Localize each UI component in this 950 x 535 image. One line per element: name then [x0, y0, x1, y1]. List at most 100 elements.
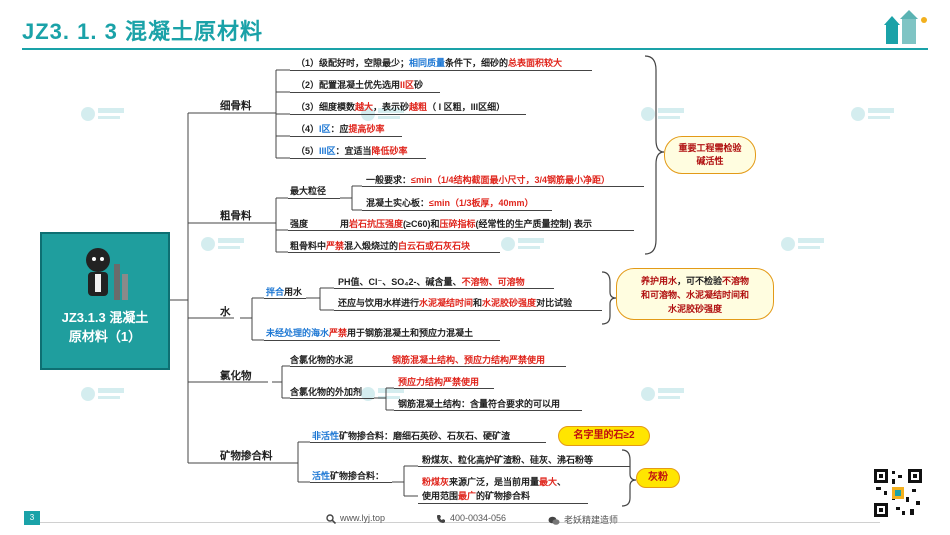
text: 条件下，细砂的 [445, 58, 509, 68]
text-blue: 活性 [312, 471, 331, 481]
footer-wechat-text: 老妖精建造师 [564, 515, 619, 525]
text: 使用范围 [422, 491, 459, 501]
fine-item-5: （5）III区：宜适当降低砂率 [296, 145, 408, 157]
page-title: JZ3. 1. 3 混凝土原材料 [22, 19, 263, 44]
underline [288, 198, 340, 199]
text-red: 水泥凝结时间 [419, 298, 474, 308]
text-red: 降低砂率 [371, 146, 408, 156]
footer-website[interactable]: www.lyj.top [326, 513, 385, 524]
water-seawater-rule: 未经处理的海水严禁用于钢筋混凝土和预应力混凝土 [266, 327, 473, 339]
text: 养护用水 [640, 276, 677, 286]
note-ash-powder: 灰粉 [636, 468, 680, 488]
text: 的矿物掺合料 [476, 491, 531, 501]
category-coarse-aggregate: 粗骨料 [220, 210, 252, 222]
underline [394, 410, 582, 411]
coarse-max-size-label: 最大粒径 [290, 186, 327, 196]
text: 和 [473, 298, 483, 308]
underline [290, 158, 426, 159]
coarse-general-rule: 一般要求：≤min（1/4结构截面最小尺寸，3/4钢筋最小净距） [366, 174, 610, 186]
underline [418, 503, 588, 504]
footer-phone[interactable]: 400-0034-056 [436, 513, 506, 524]
text: (≥C60)和 [403, 219, 440, 229]
mineral-inactive: 非活性矿物掺合料：磨细石英砂、石灰石、硬矿渣 [312, 430, 510, 442]
watermark-icon [81, 387, 124, 401]
footer-phone-text: 400-0034-056 [450, 513, 507, 523]
text-red: 提高砂率 [348, 124, 385, 134]
text: 用 [340, 219, 350, 229]
text: 矿物掺合料： [330, 471, 385, 481]
text: 砂 [414, 80, 424, 90]
note-line: 碱活性 [696, 156, 724, 166]
underline [394, 388, 494, 389]
note-line: 重要工程需检验 [678, 143, 742, 153]
root-topic-node: JZ3.1.3 混凝土 原材料（1） [40, 232, 170, 370]
text: 还应与饮用水样进行 [338, 298, 420, 308]
coarse-strength-rule: 用岩石抗压强度(≥C60)和压碎指标(经常性的生产质量控制) 表示 [340, 218, 592, 230]
chloride-admixture-rule-1: 预应力结构严禁使用 [398, 377, 480, 387]
underline [418, 466, 630, 467]
text-blue: I区 [319, 124, 331, 134]
text: 、 [557, 477, 567, 487]
text: ：应 [330, 124, 349, 134]
house-logo-icon [884, 10, 927, 44]
text-red: 最大 [539, 477, 558, 487]
text: （ I 区粗，III区细） [427, 102, 506, 112]
watermark-icon [781, 237, 824, 251]
text-red: 白云石或石灰石块 [398, 241, 471, 251]
underline [288, 252, 500, 253]
note-stone-count: 名字里的石≥2 [558, 426, 650, 446]
text: 用于钢筋混凝土和预应力混凝土 [347, 328, 474, 338]
text: 不溶物 [722, 276, 750, 286]
water-rule-1: PH值、Cl⁻、SO₄2-、碱含量、不溶物、可溶物 [338, 276, 525, 288]
text: （3）细度模数 [296, 102, 356, 112]
text-red: 最广 [458, 491, 477, 501]
note-curing-water: 养护用水，可不检验不溶物 和可溶物、水泥凝结时间和 水泥胶砂强度 [616, 268, 774, 320]
underline [334, 310, 602, 311]
text-red: 压碎指标 [439, 219, 476, 229]
chloride-admixture-rule-2: 钢筋混凝土结构：含量符合要求的可以用 [398, 399, 561, 409]
watermark-icon [641, 107, 684, 121]
chloride-cement-rule: 钢筋混凝土结构、预应力结构严禁使用 [392, 355, 546, 365]
underline [288, 230, 634, 231]
underline [310, 482, 392, 483]
chloride-admixture-label: 含氯化物的外加剂 [290, 387, 363, 397]
text: 混凝土实心板： [366, 198, 430, 208]
text: （1）级配好时，空隙最少； [296, 58, 410, 68]
text: 粗骨料中 [290, 241, 327, 251]
text-blue: 拌合 [266, 287, 285, 297]
coarse-ban-rule: 粗骨料中严禁混入煅烧过的白云石或石灰石块 [290, 240, 470, 252]
footer-divider [40, 522, 880, 523]
coarse-strength-label: 强度 [290, 219, 309, 229]
underline [290, 398, 374, 399]
note-alkali-activity: 重要工程需检验 碱活性 [664, 136, 756, 174]
category-fine-aggregate: 细骨料 [220, 100, 252, 112]
watermark-icon [81, 107, 124, 121]
category-mineral-admixture: 矿物掺合料 [220, 450, 273, 462]
text: 用水 [284, 287, 303, 297]
text: 矿物掺合料：磨细石英砂、石灰石、硬矿渣 [339, 431, 511, 441]
underline [362, 186, 644, 187]
watermark-icon [201, 237, 244, 251]
underline [334, 288, 554, 289]
text-red: 岩石抗压强度 [349, 219, 404, 229]
note-line: 和可溶物、水泥凝结时间和 [640, 290, 749, 300]
wechat-icon [548, 516, 560, 525]
mineral-flyash-note-1: 粉煤灰来源广泛，是当前用量最大、 [422, 476, 566, 488]
fine-item-1: （1）级配好时，空隙最少；相同质量条件下，细砂的总表面积较大 [296, 57, 562, 69]
underline [290, 70, 592, 71]
footer-wechat[interactable]: 老妖精建造师 [548, 513, 618, 526]
underline [290, 92, 440, 93]
fine-item-3: （3）细度模数越大，表示砂越粗（ I 区粗，III区细） [296, 101, 505, 113]
note-line: 养护用水，可不检验不溶物 [617, 274, 773, 288]
text: (经常性的生产质量控制) 表示 [475, 219, 593, 229]
text: PH值、Cl⁻、SO₄2-、碱含量、 [338, 277, 462, 287]
mineral-active-label: 活性矿物掺合料： [312, 470, 384, 482]
footer-website-text: www.lyj.top [340, 513, 386, 523]
mineral-flyash-note-2: 使用范围最广的矿物掺合料 [422, 490, 530, 502]
text-red: 越大 [355, 102, 374, 112]
coarse-slab-rule: 混凝土实心板：≤min（1/3板厚，40mm） [366, 197, 533, 209]
fine-item-4: （4）I区：应提高砂率 [296, 123, 385, 135]
text-red: 严禁 [326, 241, 345, 251]
underline [290, 366, 566, 367]
text: 混入煅烧过的 [344, 241, 399, 251]
